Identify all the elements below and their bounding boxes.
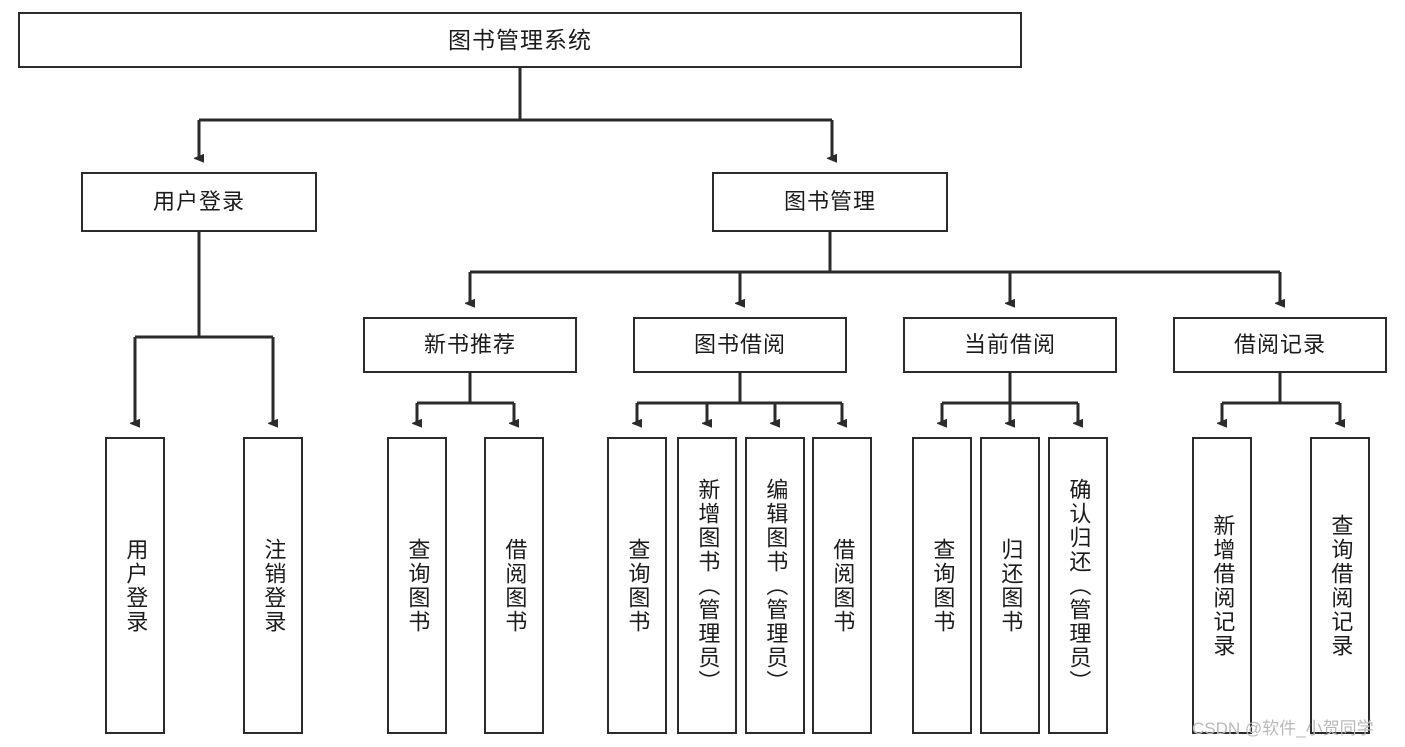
node-label: 图书管理 bbox=[783, 189, 876, 215]
node-leaf-add-book-admin[interactable]: 新增图书（管理员） bbox=[677, 437, 737, 734]
node-label: 归还图书 bbox=[998, 537, 1024, 634]
node-book-borrow[interactable]: 图书借阅 bbox=[633, 317, 847, 373]
node-leaf-confirm-return-admin[interactable]: 确认归还（管理员） bbox=[1048, 437, 1108, 734]
watermark-text: CSDN @软件_小贺同学 bbox=[1192, 719, 1374, 738]
node-leaf-query-borrow-record[interactable]: 查询借阅记录 bbox=[1310, 437, 1370, 734]
node-leaf-query-book-current[interactable]: 查询图书 bbox=[912, 437, 972, 734]
node-leaf-borrow-book[interactable]: 借阅图书 bbox=[812, 437, 872, 734]
node-current-borrow[interactable]: 当前借阅 bbox=[903, 317, 1117, 373]
node-leaf-edit-book-admin[interactable]: 编辑图书（管理员） bbox=[745, 437, 805, 734]
node-label: 新增借阅记录 bbox=[1210, 513, 1236, 658]
node-leaf-query-book-borrow[interactable]: 查询图书 bbox=[607, 437, 667, 734]
node-label: 借阅图书 bbox=[830, 537, 856, 634]
node-label: 查询图书 bbox=[625, 537, 651, 634]
node-label: 用户登录 bbox=[123, 537, 149, 634]
node-label: 用户登录 bbox=[152, 189, 245, 215]
node-new-book-recommend[interactable]: 新书推荐 bbox=[363, 317, 577, 373]
node-root-system[interactable]: 图书管理系统 bbox=[18, 12, 1022, 68]
node-label: 当前借阅 bbox=[963, 332, 1056, 358]
node-leaf-borrow-book-recommend[interactable]: 借阅图书 bbox=[484, 437, 544, 734]
node-label: 图书借阅 bbox=[693, 332, 786, 358]
node-label: 查询图书 bbox=[930, 537, 956, 634]
node-label: 新增图书（管理员） bbox=[695, 477, 721, 694]
node-leaf-logout[interactable]: 注销登录 bbox=[243, 437, 303, 734]
node-user-login[interactable]: 用户登录 bbox=[81, 172, 317, 232]
node-label: 编辑图书（管理员） bbox=[763, 477, 789, 694]
node-leaf-query-book-recommend[interactable]: 查询图书 bbox=[387, 437, 447, 734]
node-borrow-record[interactable]: 借阅记录 bbox=[1173, 317, 1387, 373]
node-label: 新书推荐 bbox=[423, 332, 516, 358]
node-label: 查询图书 bbox=[405, 537, 431, 634]
node-label: 图书管理系统 bbox=[448, 26, 592, 53]
node-leaf-return-book[interactable]: 归还图书 bbox=[980, 437, 1040, 734]
node-label: 借阅记录 bbox=[1233, 332, 1326, 358]
node-label: 查询借阅记录 bbox=[1328, 513, 1354, 658]
node-label: 借阅图书 bbox=[502, 537, 528, 634]
node-book-management[interactable]: 图书管理 bbox=[712, 172, 948, 232]
node-leaf-user-login[interactable]: 用户登录 bbox=[105, 437, 165, 734]
node-label: 注销登录 bbox=[261, 537, 287, 634]
node-leaf-add-borrow-record[interactable]: 新增借阅记录 bbox=[1192, 437, 1252, 734]
node-label: 确认归还（管理员） bbox=[1066, 477, 1092, 694]
